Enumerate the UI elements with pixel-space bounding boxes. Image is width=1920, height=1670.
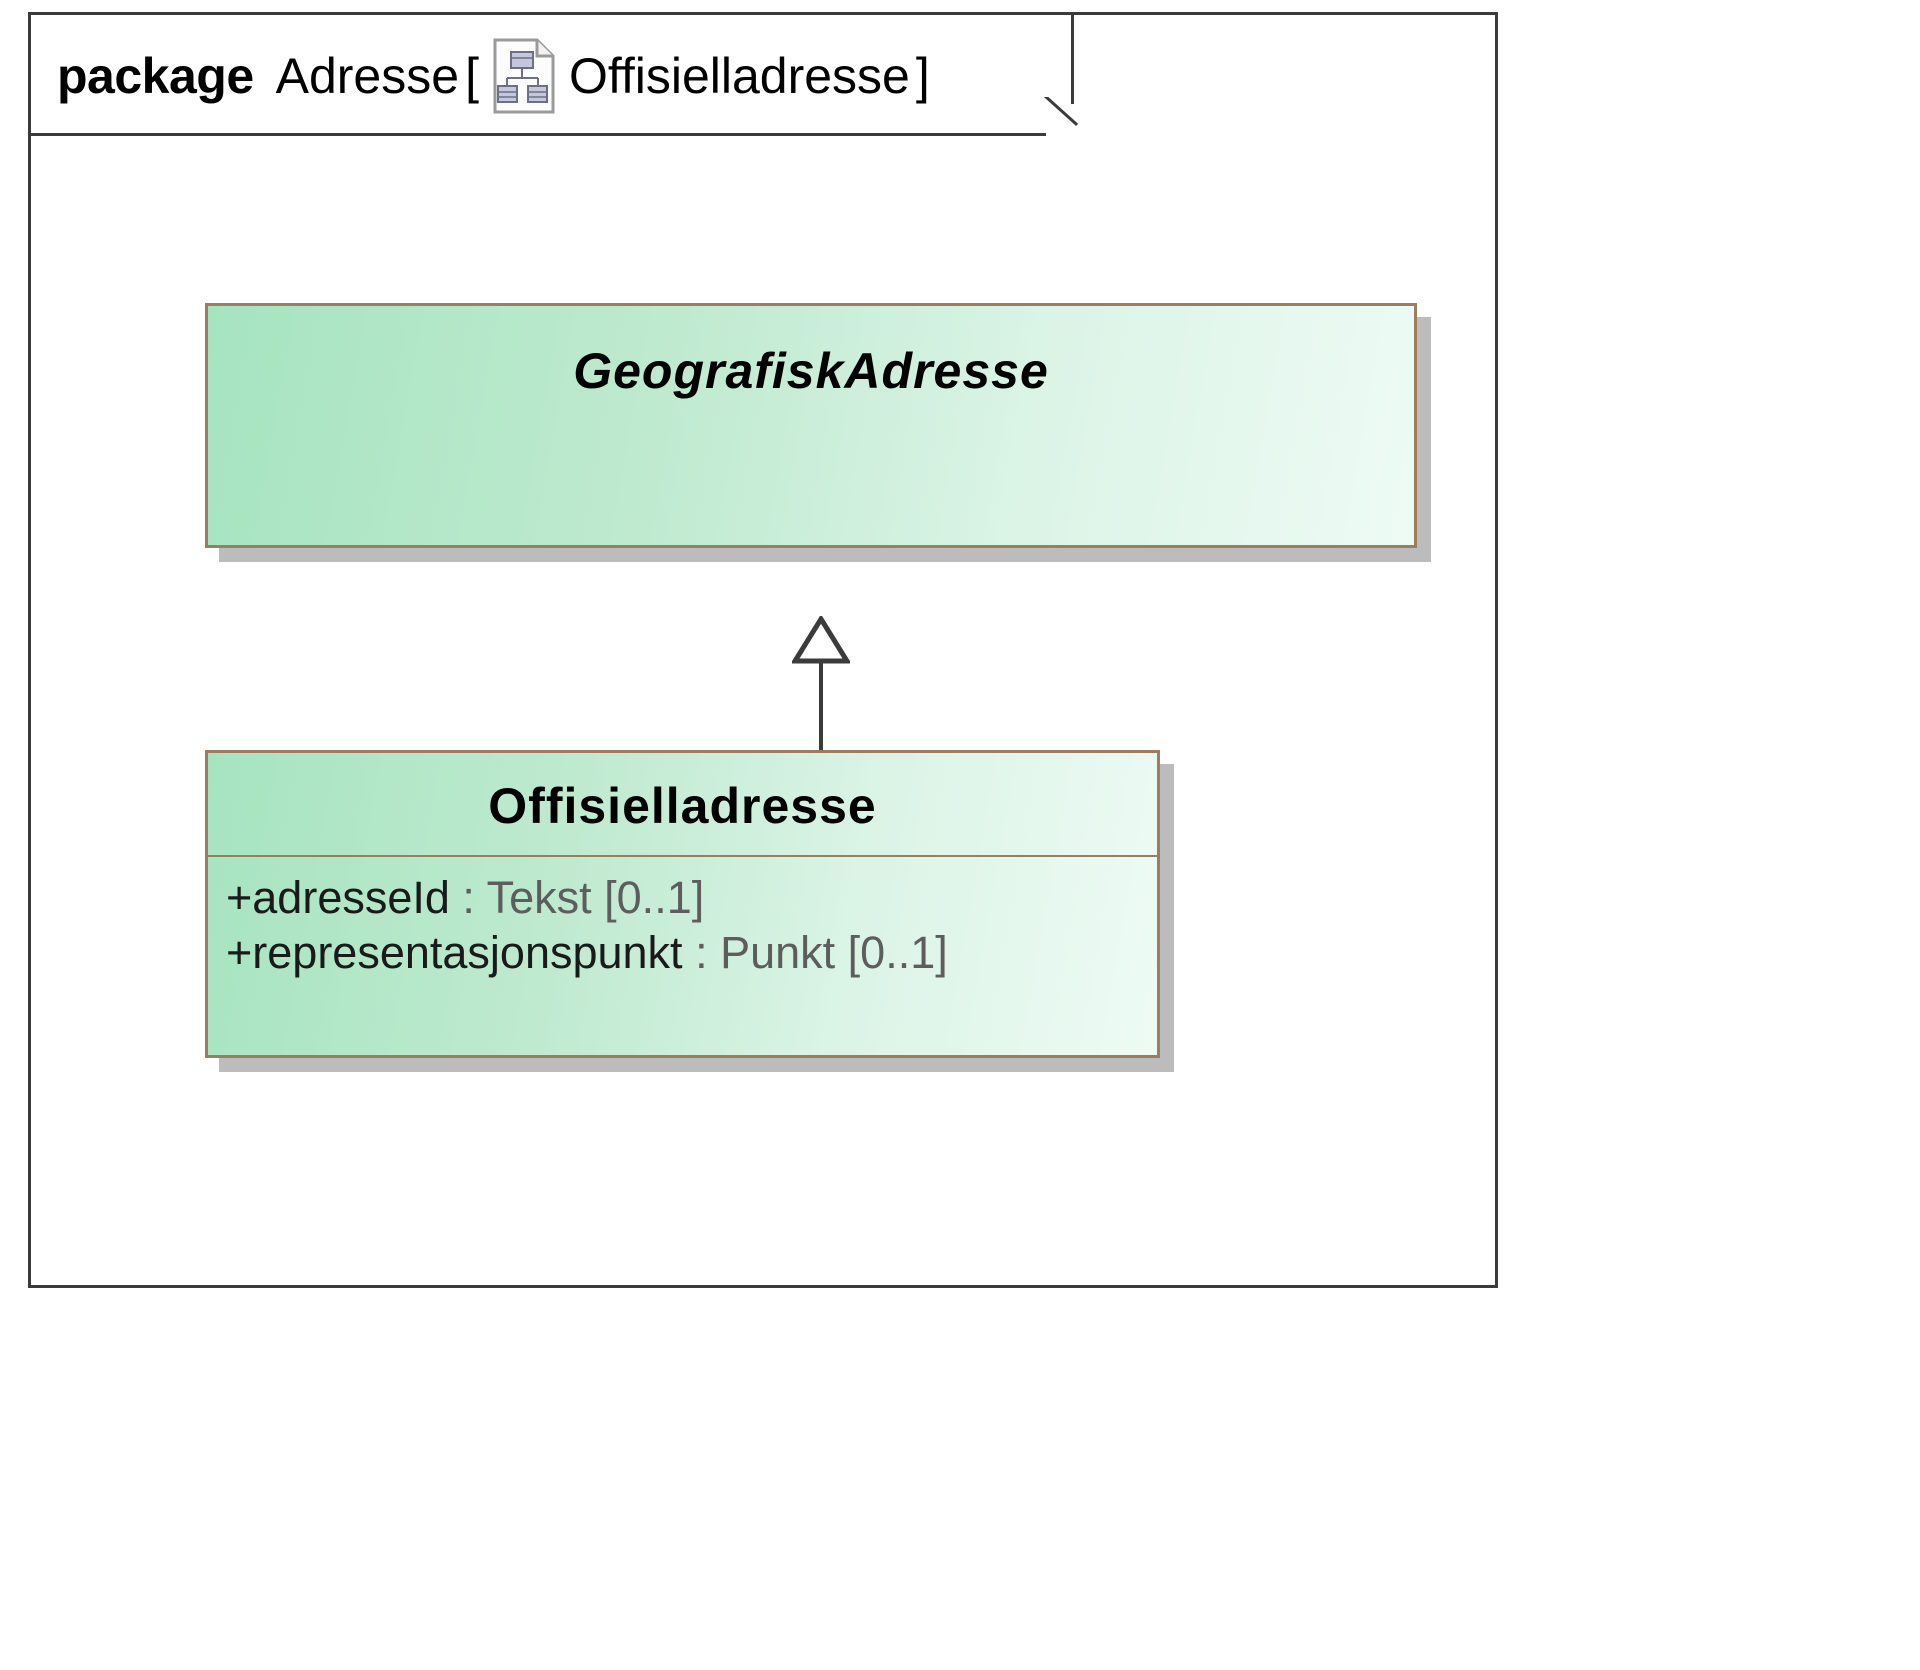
class-name-offisielladresse: Offisielladresse — [488, 778, 877, 834]
bracket-close: ] — [915, 47, 930, 104]
class-name-geografiskadresse: GeografiskAdresse — [573, 343, 1049, 399]
attributes-compartment: +adresseId : Tekst [0..1] +representasjo… — [208, 857, 1157, 981]
package-title: package Adresse [ — [57, 38, 930, 114]
attribute-multiplicity-value: [0..1] — [604, 872, 705, 923]
generalization-arrow-icon — [790, 614, 852, 664]
attribute-name: representasjonspunkt — [252, 926, 683, 978]
attribute-row: +adresseId : Tekst [0..1] — [226, 871, 1157, 926]
attribute-row: +representasjonspunkt : Punkt [0..1] — [226, 926, 1157, 981]
package-keyword: package — [57, 47, 254, 104]
bracket-open: [ — [465, 47, 479, 104]
attribute-multiplicity — [835, 927, 848, 978]
diagram-name: Offisielladresse — [568, 47, 910, 104]
attribute-visibility: + — [226, 926, 253, 978]
attribute-name: adresseId — [252, 872, 450, 923]
package-frame — [28, 12, 1498, 1288]
class-diagram-document-icon — [493, 38, 555, 114]
package-name-tab: package Adresse [ — [28, 12, 1074, 136]
attribute-visibility: + — [226, 872, 253, 923]
attribute-separator: : — [449, 872, 487, 923]
attribute-multiplicity — [592, 872, 605, 923]
package-tab-notch — [1041, 97, 1087, 139]
uml-class-offisielladresse[interactable]: Offisielladresse +adresseId : Tekst [0..… — [205, 750, 1160, 1058]
attribute-type: Punkt — [720, 926, 836, 978]
uml-class-geografiskadresse[interactable]: GeografiskAdresse — [205, 303, 1417, 548]
attribute-separator: : — [682, 926, 721, 978]
package-name: Adresse — [275, 47, 460, 104]
package-tab-underline — [28, 133, 1046, 136]
generalization-line — [819, 660, 823, 752]
compartment-divider — [208, 855, 1157, 857]
attribute-multiplicity-value: [0..1] — [847, 926, 948, 978]
attribute-type: Tekst — [486, 872, 592, 923]
